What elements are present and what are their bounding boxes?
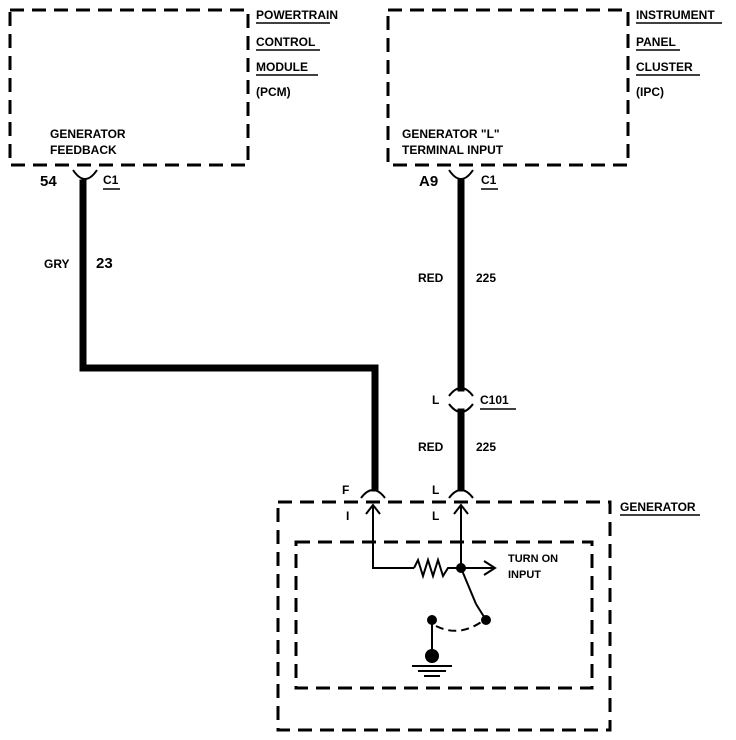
turn-on-input-line-1: TURN ON [508,553,558,565]
generator-f-connector-symbol [360,489,386,499]
pcm-title-line-3: MODULE [256,60,308,74]
ipc-terminal-label-line-2: TERMINAL INPUT [402,143,504,157]
generator-internal-circuit [372,505,497,677]
pcm-pin: 54 [40,173,57,190]
generator-f-pin-bottom: I [346,509,349,523]
pcm-terminal-label-line-2: FEEDBACK [50,143,117,157]
red-wire-lower-circuit: 225 [476,440,496,454]
ipc-title-line-4: (IPC) [636,85,664,99]
red-wire-upper-color: RED [418,271,444,285]
ipc-pin: A9 [419,173,438,190]
pcm-module: POWERTRAIN CONTROL MODULE (PCM) GENERATO… [8,8,338,190]
turn-on-input-line-2: INPUT [508,569,541,581]
ipc-connector-symbol [448,169,474,180]
generator-outer-dashed-box [276,500,612,732]
ipc-title-line-3: CLUSTER [636,60,693,74]
ipc-terminal-label-line-1: GENERATOR "L" [402,127,500,141]
ipc-dashed-box [386,8,630,167]
resistor-icon [413,556,461,580]
generator-title: GENERATOR [620,500,696,514]
pcm-connector: C1 [103,173,119,187]
ipc-title-line-1: INSTRUMENT [636,8,715,22]
red-wire-lower-color: RED [418,440,444,454]
pcm-title-line-1: POWERTRAIN [256,8,338,22]
arrow-right-icon [483,560,497,576]
ipc-connector: C1 [481,173,497,187]
generator-l-pin-bottom: L [432,509,439,523]
inline-connector-c101: L C101 [432,387,516,413]
ipc-title-line-2: PANEL [636,35,676,49]
pcm-connector-symbol [72,169,98,180]
generator-l-pin-top: L [432,483,439,497]
pcm-title-line-4: (PCM) [256,85,291,99]
c101-name: C101 [480,393,509,407]
red-wire-upper-circuit: 225 [476,271,496,285]
generator: GENERATOR F I L L [276,483,700,732]
ipc-module: INSTRUMENT PANEL CLUSTER (IPC) GENERATOR… [386,8,722,190]
generator-f-pin-top: F [342,483,349,497]
gry-wire [79,179,379,492]
generator-l-connector-symbol [448,489,474,499]
gry-wire-circuit: 23 [96,255,113,272]
pcm-title-line-2: CONTROL [256,35,315,49]
gry-wire-color: GRY [44,257,70,271]
pcm-dashed-box [8,8,250,167]
ground-icon [412,665,452,677]
c101-pin: L [432,393,439,407]
pcm-terminal-label-line-1: GENERATOR [50,127,126,141]
